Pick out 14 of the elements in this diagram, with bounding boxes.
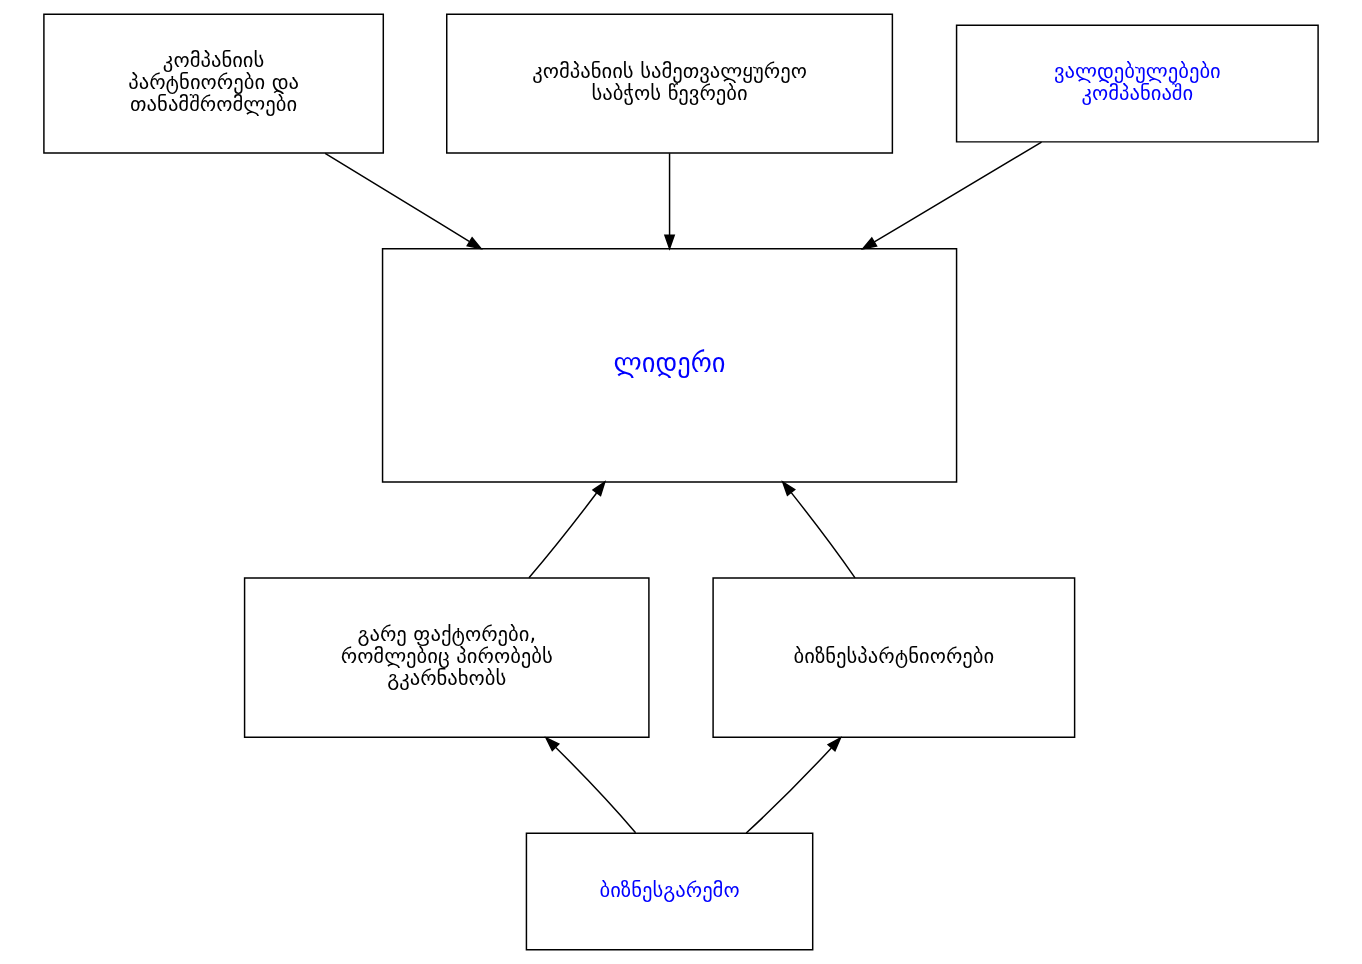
- node-box: ბიზნესგარემო: [525, 832, 814, 951]
- node-box: გარე ფაქტორები, რომლებიც პირობებს გკარნახობს: [243, 577, 650, 738]
- arrow: [663, 152, 676, 251]
- arrow: [781, 480, 856, 579]
- arrow: [324, 152, 483, 250]
- node-box: ლიდერი: [381, 248, 958, 483]
- arrow: [860, 141, 1043, 250]
- node-box: კომპანიის პარტნიორები და თანამშრომლები: [43, 13, 385, 154]
- node-box: კომპანიის სამეთვალყურეო საბჭოს წევრები: [446, 13, 894, 154]
- arrow: [544, 736, 637, 834]
- node-box: ბიზნესპარტნიორები: [712, 577, 1076, 738]
- arrow: [745, 736, 843, 834]
- arrow: [528, 480, 607, 579]
- node-box: ვალდებულებები კომპანიაში: [955, 24, 1319, 143]
